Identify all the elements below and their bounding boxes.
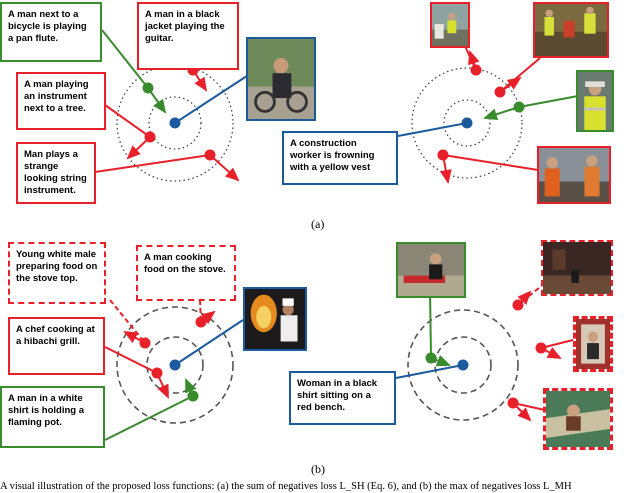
figure-caption: A visual illustration of the proposed lo… — [0, 481, 572, 492]
positive-photo-worker-vest — [576, 70, 614, 132]
caption-box-negative-hard: Young white male preparing food on the s… — [8, 242, 106, 304]
link-negative — [104, 104, 151, 138]
anchor-caption-box: Woman in a black shirt sitting on a red … — [289, 371, 396, 425]
negative-photo-hard-dark — [541, 240, 613, 296]
inner-margin-circle — [443, 99, 491, 147]
pull-arrow — [483, 106, 520, 121]
panel-b-label: (b) — [311, 462, 325, 476]
negative-photo-crew — [537, 146, 611, 204]
link-negative — [517, 282, 546, 306]
caption-box-negative: A man in a black jacket playing the guit… — [137, 2, 239, 70]
positive-photo-woman-bench — [396, 242, 466, 298]
caption-box-negative: A man playing an instrument next to a tr… — [16, 72, 106, 130]
outer-margin-circle — [116, 64, 234, 182]
inner-margin-circle — [148, 96, 202, 150]
negative-photo-worker — [430, 2, 470, 48]
anchor-photo-chef — [243, 287, 307, 351]
negative-photo-portrait — [573, 316, 613, 372]
link-positive — [101, 29, 149, 89]
link-positive — [518, 95, 579, 108]
link-negative — [94, 154, 211, 173]
anchor-photo-musician — [246, 37, 316, 121]
negative-point — [494, 86, 506, 98]
anchor-point — [457, 359, 469, 371]
link-negative — [109, 299, 146, 344]
link-positive — [104, 395, 194, 441]
negative-point — [470, 64, 482, 76]
anchor-point — [169, 359, 181, 371]
caption-box-positive: A man next to a bicycle is playing a pan… — [0, 2, 102, 62]
negative-photo-hammock — [543, 388, 613, 450]
caption-box-negative-hard: A man cooking food on the stove. — [136, 245, 236, 301]
negative-point — [507, 397, 519, 409]
outer-margin-circle — [411, 67, 523, 179]
negative-point — [204, 149, 216, 161]
link-anchor — [174, 319, 244, 366]
outer-margin-circle — [116, 306, 234, 424]
panel-a-label: (a) — [311, 217, 325, 231]
negative-point — [512, 299, 524, 311]
panel-b-right-embedding — [395, 282, 574, 422]
positive-point — [187, 390, 199, 402]
caption-box-negative: Man plays a strange looking string instr… — [16, 142, 96, 204]
positive-point — [142, 82, 154, 94]
anchor-caption-box: A construction worker is frowning with a… — [282, 131, 398, 185]
caption-box-negative: A chef cooking at a hibachi grill. — [8, 317, 105, 375]
negative-point — [139, 337, 151, 349]
link-positive — [429, 289, 432, 359]
inner-margin-circle — [434, 336, 492, 394]
outer-margin-circle — [407, 309, 519, 421]
positive-point — [513, 101, 525, 113]
negative-point — [437, 149, 449, 161]
negative-point — [535, 342, 547, 354]
link-negative — [104, 346, 158, 374]
negative-point — [151, 367, 163, 379]
link-anchor — [397, 122, 468, 137]
anchor-point — [461, 117, 473, 129]
negative-point — [144, 131, 156, 143]
link-anchor — [174, 71, 254, 124]
push-arrow — [209, 154, 240, 182]
link-negative — [442, 154, 539, 171]
panel-a-right-embedding — [397, 45, 579, 184]
caption-box-positive: A man in a white shirt is holding a flam… — [0, 386, 105, 448]
panel-b-left-embedding — [104, 299, 244, 441]
link-anchor — [395, 364, 464, 379]
positive-point — [425, 352, 437, 364]
panel-a-left-embedding — [94, 29, 254, 182]
inner-margin-circle — [146, 336, 204, 394]
negative-point — [195, 316, 207, 328]
anchor-point — [169, 117, 181, 129]
negative-photo-workers-group — [533, 2, 609, 58]
